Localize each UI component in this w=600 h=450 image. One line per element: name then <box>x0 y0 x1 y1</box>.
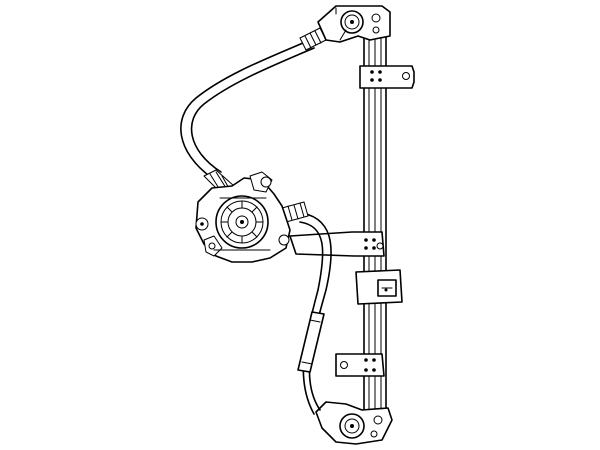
upper-cable-top-ferrule <box>299 27 327 51</box>
glass-carrier-slider <box>355 269 403 305</box>
mounting-bracket-lower <box>335 353 385 377</box>
lower-cable-sleeve <box>297 311 325 373</box>
motor-gear-housing <box>215 195 269 249</box>
top-pulley-bracket <box>317 5 391 43</box>
lower-cable-ferrule <box>281 201 309 223</box>
lower-cable <box>281 201 332 415</box>
drive-motor <box>195 171 291 263</box>
mounting-bracket-upper <box>359 65 415 89</box>
upper-cable <box>180 27 327 195</box>
bottom-pulley-bracket <box>315 401 393 445</box>
mounting-bracket-middle <box>289 231 385 257</box>
